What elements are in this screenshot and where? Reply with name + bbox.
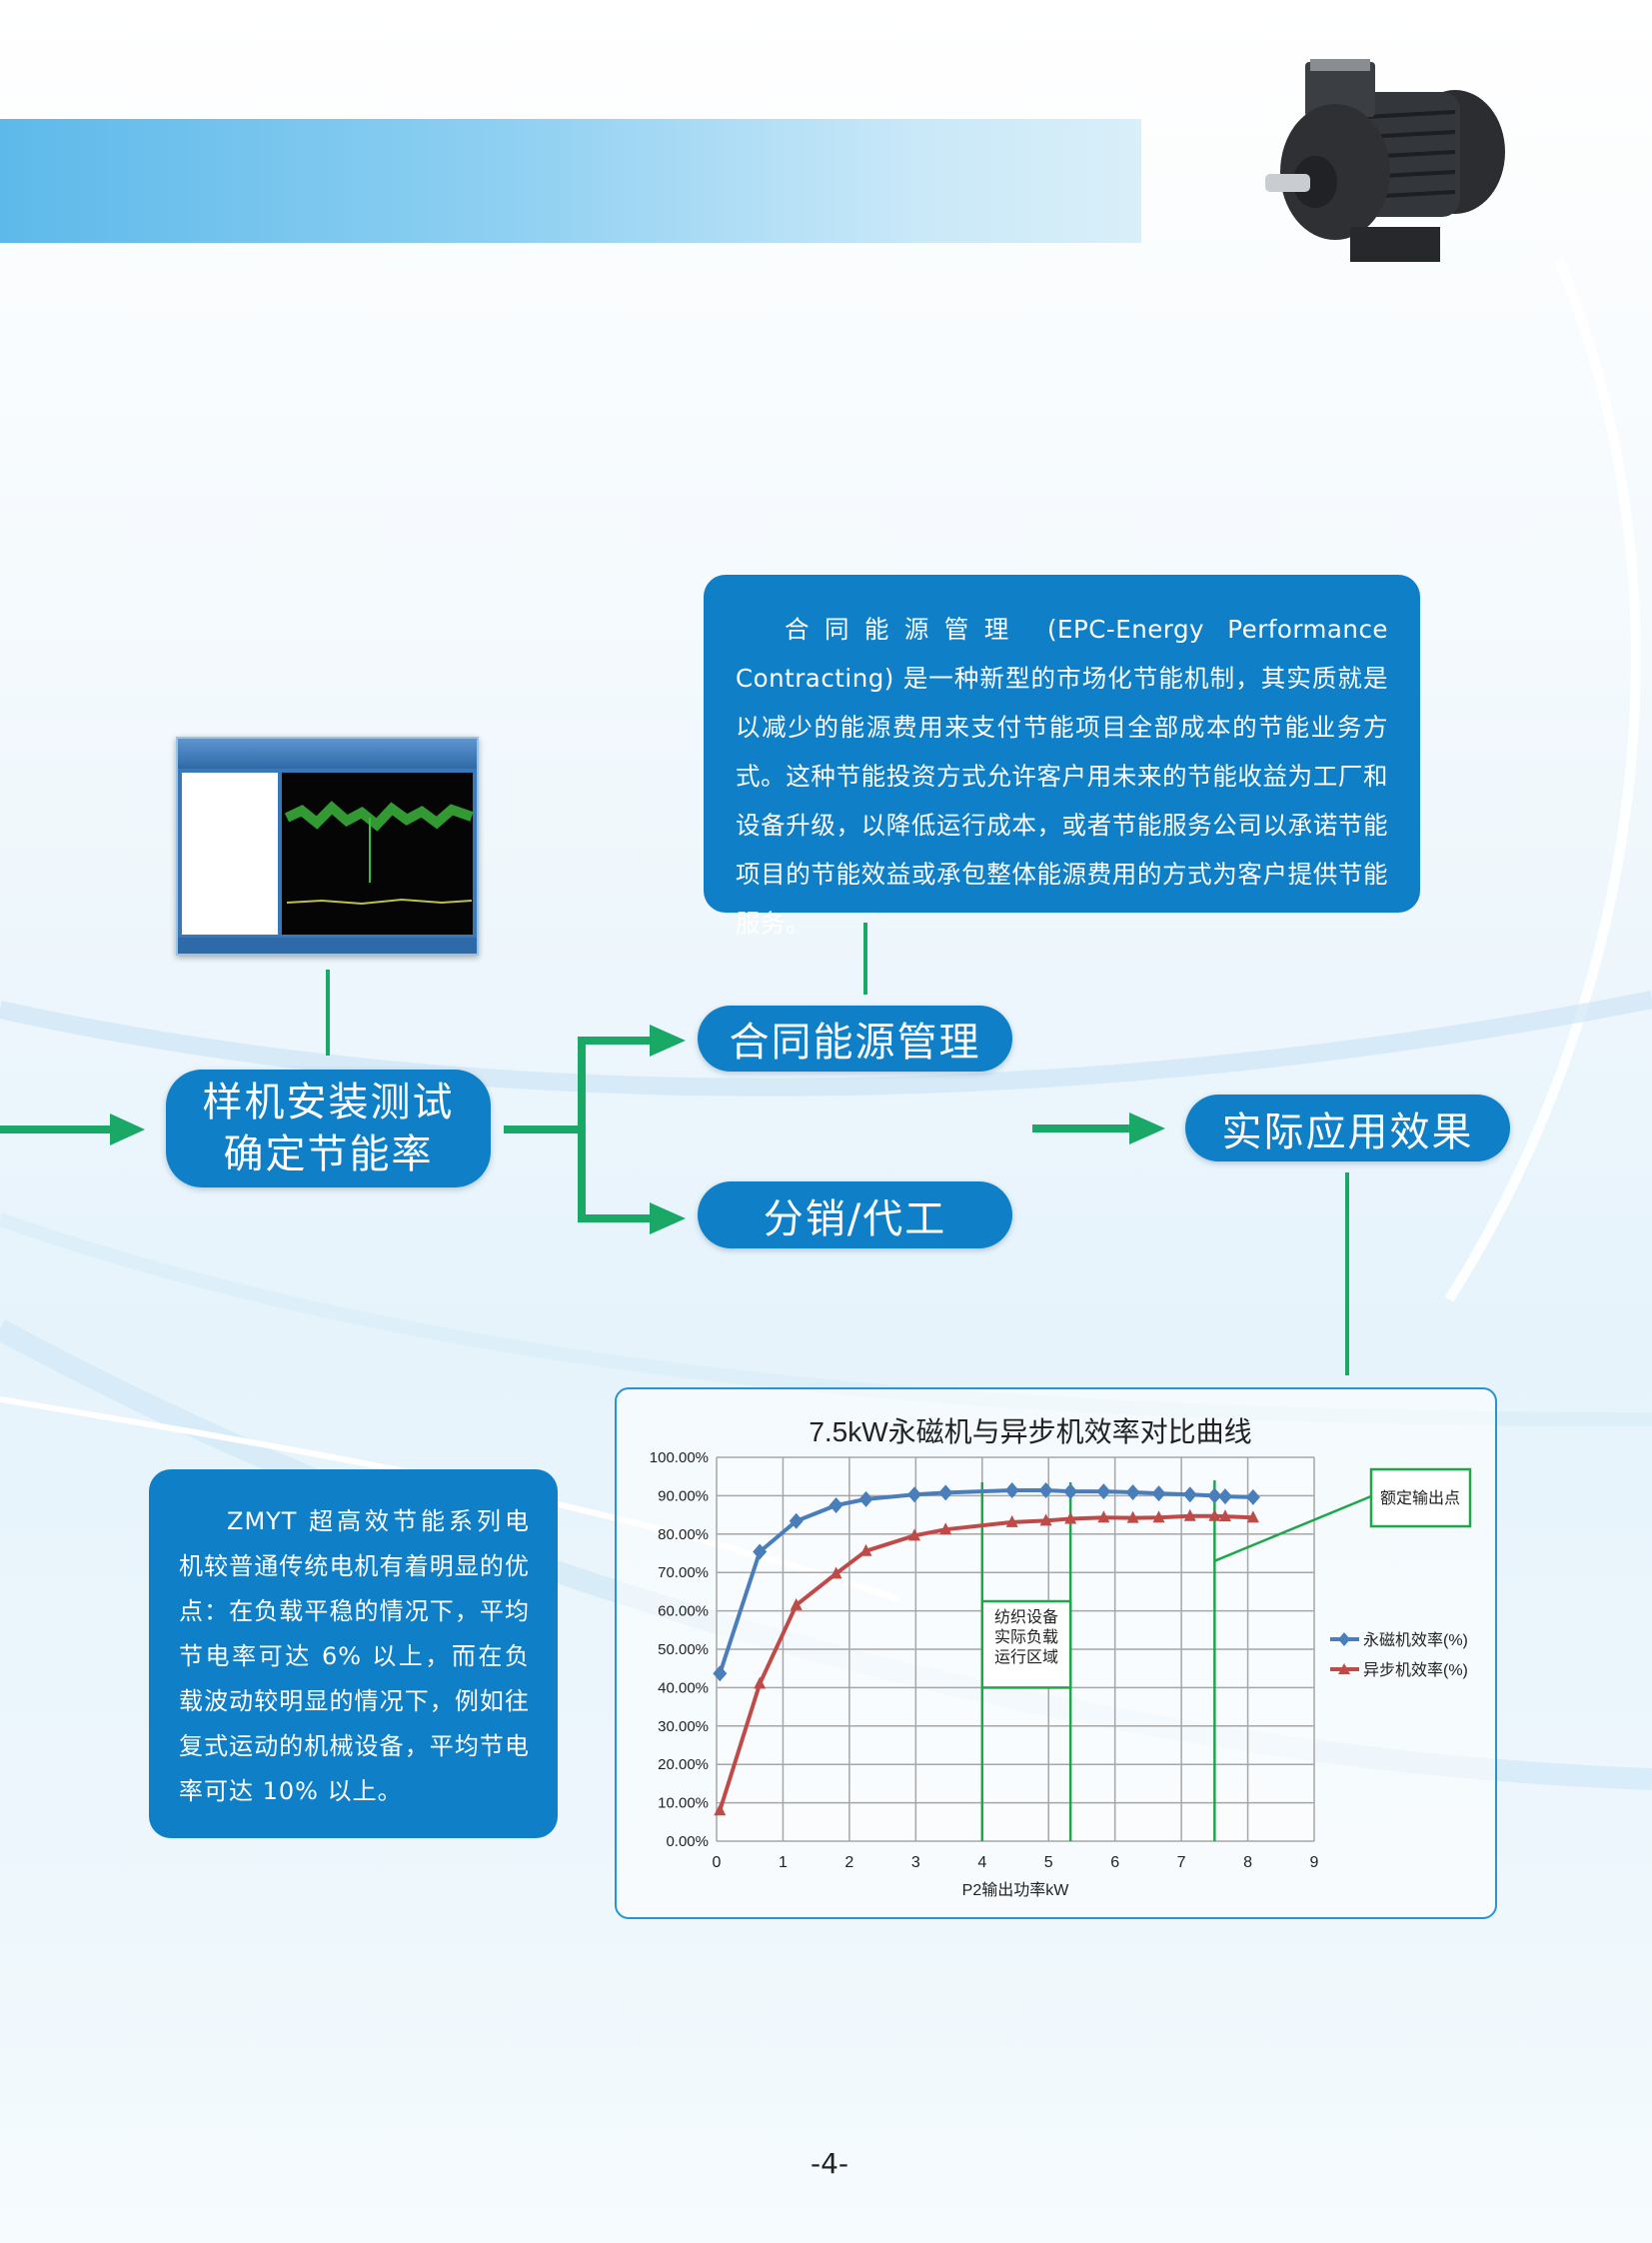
- zmyt-advantage-box: ZMYT 超高效节能系列电机较普通传统电机有着明显的优点：在负载平稳的情况下，平…: [149, 1469, 558, 1838]
- zmyt-advantage-text: ZMYT 超高效节能系列电机较普通传统电机有着明显的优点：在负载平稳的情况下，平…: [179, 1507, 530, 1805]
- flow-arrows: [0, 1025, 1165, 1234]
- epc-description-box: 合同能源管理 (EPC-Energy Performance Contracti…: [704, 575, 1420, 938]
- efficiency-chart-panel: [615, 1387, 1497, 1919]
- connector-line: [326, 970, 330, 1056]
- flow-step-prototype-test: 样机安装测试 确定节能率: [166, 1070, 491, 1187]
- epc-description-text: 合同能源管理 (EPC-Energy Performance Contracti…: [736, 615, 1388, 938]
- connector-line: [863, 923, 867, 995]
- monitoring-software-screenshot: [176, 737, 479, 956]
- flow-step-epc: 合同能源管理: [698, 1006, 1012, 1072]
- header-banner: [0, 119, 1141, 243]
- motor-image: [1265, 59, 1505, 262]
- page-number: -4-: [810, 2147, 849, 2180]
- connector-line: [1345, 1172, 1349, 1375]
- flow-step-line2: 确定节能率: [223, 1131, 434, 1177]
- flow-step-result: 实际应用效果: [1185, 1095, 1510, 1161]
- flow-step-line1: 样机安装测试: [202, 1080, 455, 1125]
- flow-step-distribution: 分销/代工: [698, 1181, 1012, 1248]
